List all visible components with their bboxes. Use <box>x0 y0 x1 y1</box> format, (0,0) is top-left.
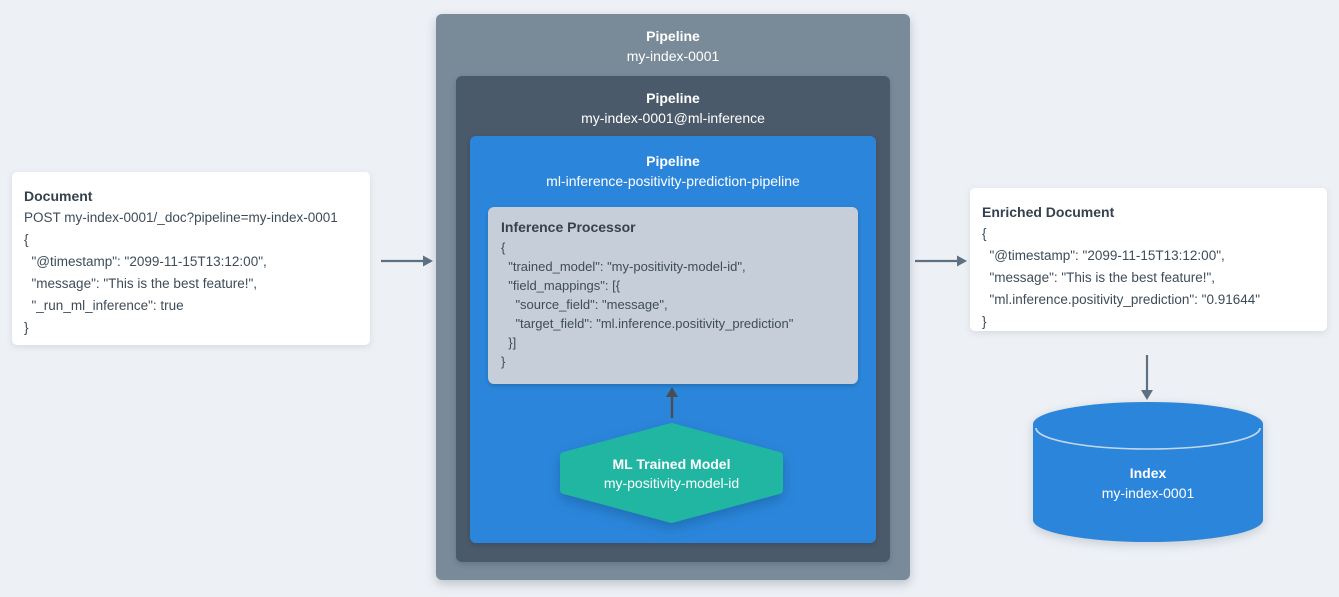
arrow-pipeline-to-enriched-document-icon <box>915 255 967 267</box>
document-json-line: } <box>24 320 29 335</box>
processor-json-line: "source_field": "message", <box>501 297 668 312</box>
pipeline-box-inference: Pipeline ml-inference-positivity-predict… <box>470 136 876 543</box>
pipeline-outer-name: my-index-0001 <box>626 48 720 64</box>
enriched-json-line: "ml.inference.positivity_prediction": "0… <box>982 292 1261 307</box>
index-cylinder: Index my-index-0001 <box>1033 402 1263 542</box>
document-json-line: "@timestamp": "2099-11-15T13:12:00", <box>24 254 267 269</box>
enriched-json-line: "message": "This is the best feature!", <box>982 270 1216 285</box>
pipeline-inference-label: Pipeline <box>646 153 700 169</box>
processor-json-line: } <box>501 354 506 369</box>
cylinder-shape-icon <box>1033 402 1263 542</box>
pipeline-box-outer: Pipeline my-index-0001 Pipeline my-index… <box>436 14 910 580</box>
enriched-document-title: Enriched Document <box>982 204 1115 220</box>
index-label: Index <box>1129 465 1167 481</box>
document-card: Document POST my-index-0001/_doc?pipelin… <box>12 172 370 345</box>
inference-processor-title: Inference Processor <box>501 219 636 235</box>
pipeline-inference-name: ml-inference-positivity-prediction-pipel… <box>546 173 800 189</box>
enriched-json-line: "@timestamp": "2099-11-15T13:12:00", <box>982 248 1225 263</box>
pipeline-ml-inference-name: my-index-0001@ml-inference <box>581 110 765 126</box>
ml-trained-model-text: ML Trained Model my-positivity-model-id <box>560 423 783 523</box>
processor-json-line: "trained_model": "my-positivity-model-id… <box>501 259 746 274</box>
document-card-title: Document <box>24 188 93 204</box>
arrow-enriched-document-to-index-icon <box>1141 355 1153 400</box>
index-name: my-index-0001 <box>1101 485 1195 501</box>
document-post-line: POST my-index-0001/_doc?pipeline=my-inde… <box>24 210 338 225</box>
processor-json-line: "target_field": "ml.inference.positivity… <box>501 316 794 331</box>
enriched-json-line: { <box>982 226 987 241</box>
document-json-line: "_run_ml_inference": true <box>24 298 184 313</box>
ml-trained-model-name: my-positivity-model-id <box>603 474 740 491</box>
document-json-line: { <box>24 232 29 247</box>
enriched-json-line: } <box>982 314 987 329</box>
pipeline-box-ml-inference: Pipeline my-index-0001@ml-inference Pipe… <box>456 76 890 562</box>
hexagon-shape-icon <box>560 423 783 523</box>
ml-trained-model-hexagon: ML Trained Model my-positivity-model-id <box>560 423 783 523</box>
pipeline-ml-inference-label: Pipeline <box>646 90 700 106</box>
pipeline-outer-heading: Pipeline my-index-0001 <box>436 14 910 66</box>
enriched-document-card: Enriched Document { "@timestamp": "2099-… <box>970 188 1327 331</box>
inference-processor-box: Inference Processor { "trained_model": "… <box>488 207 858 384</box>
pipeline-ml-inference-heading: Pipeline my-index-0001@ml-inference <box>456 76 890 128</box>
pipeline-outer-label: Pipeline <box>646 28 700 44</box>
pipeline-inference-heading: Pipeline ml-inference-positivity-predict… <box>470 136 876 191</box>
processor-json-line: { <box>501 240 506 255</box>
document-json-line: "message": "This is the best feature!", <box>24 276 258 291</box>
processor-json-line: "field_mappings": [{ <box>501 278 621 293</box>
arrow-document-to-pipeline-icon <box>381 255 433 267</box>
processor-json-line: }] <box>501 335 517 350</box>
arrow-model-to-processor-icon <box>666 387 678 418</box>
ml-trained-model-label: ML Trained Model <box>612 455 731 472</box>
index-text: Index my-index-0001 <box>1033 402 1263 542</box>
